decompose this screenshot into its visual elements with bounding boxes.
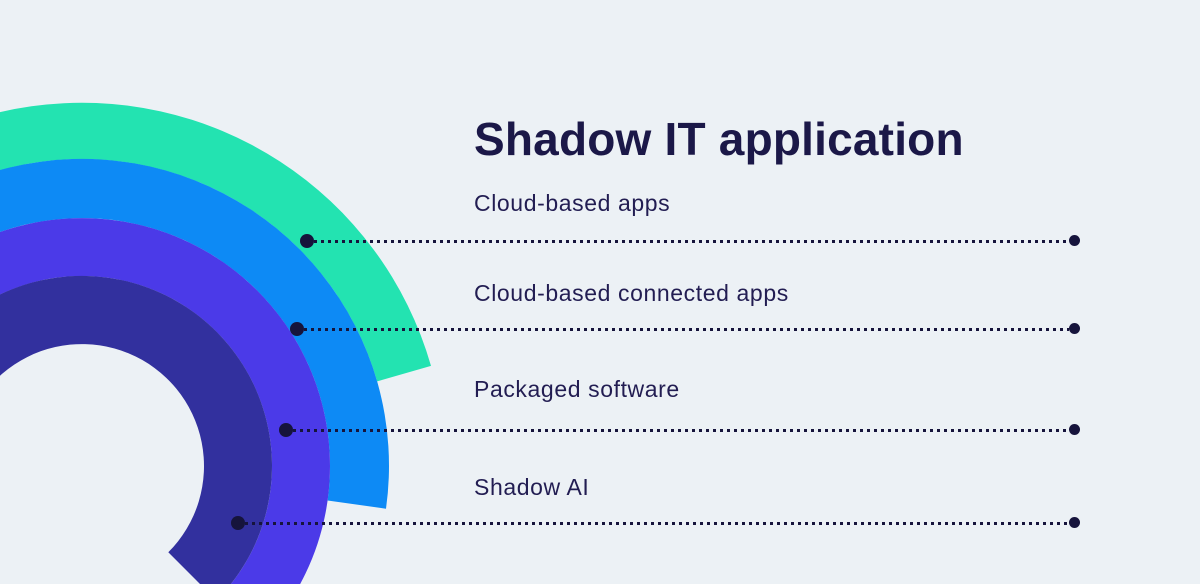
arc-cloud-based-connected-apps	[0, 158, 389, 509]
connector-start-dot	[290, 322, 304, 336]
connector-dotted-line	[245, 522, 1069, 525]
label-shadow-ai: Shadow AI	[474, 474, 590, 500]
connector-dotted-line	[293, 429, 1069, 432]
label-cloud-based-apps: Cloud-based apps	[474, 190, 671, 216]
label-cloud-based-connected-apps: Cloud-based connected apps	[474, 280, 789, 306]
connector-end-dot	[1069, 424, 1080, 435]
connector-end-dot	[1069, 235, 1080, 246]
page-title: Shadow IT application	[474, 112, 964, 165]
connector-end-dot	[1069, 517, 1080, 528]
connector-dotted-line	[304, 328, 1069, 331]
label-packaged-software: Packaged software	[474, 376, 680, 402]
arc-shadow-ai	[0, 275, 272, 584]
connector-dotted-line	[314, 240, 1069, 243]
connector-start-dot	[300, 234, 314, 248]
connector-start-dot	[231, 516, 245, 530]
connector-start-dot	[279, 423, 293, 437]
connector-end-dot	[1069, 323, 1080, 334]
arc-packaged-software	[0, 218, 330, 584]
